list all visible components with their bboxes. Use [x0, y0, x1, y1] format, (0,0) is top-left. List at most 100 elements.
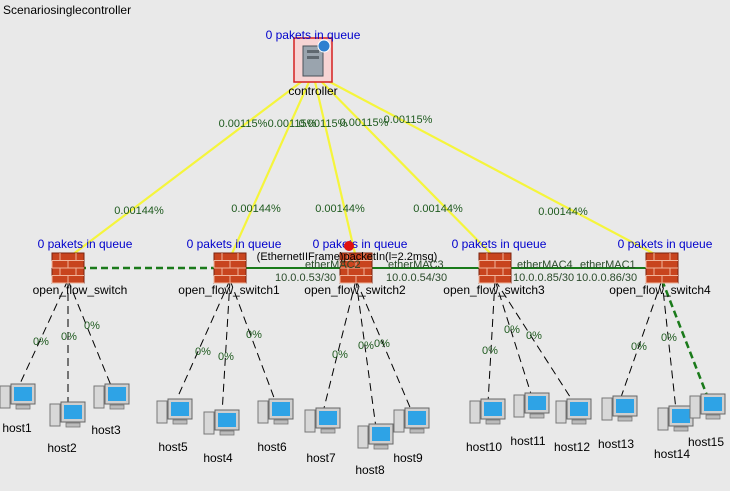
screen — [64, 405, 82, 419]
switch-node-2[interactable] — [339, 252, 373, 284]
interface-label: etherMAC2 — [305, 259, 361, 271]
screen — [319, 411, 337, 425]
host-node-11[interactable] — [555, 398, 592, 425]
host-node-12[interactable] — [601, 395, 638, 422]
host-label: host15 — [688, 435, 724, 449]
screen — [528, 396, 546, 410]
controller-link-util-near: 0.00115% — [219, 118, 268, 130]
host-node-3[interactable] — [156, 398, 193, 425]
host-node-1[interactable] — [49, 401, 86, 428]
ip-address-label: 10.0.0.86/30 — [576, 272, 637, 284]
keyboard-icon — [65, 422, 81, 428]
screen — [14, 387, 32, 401]
switch-label: open_flow_switch — [33, 283, 128, 297]
keyboard-icon — [273, 419, 289, 425]
host-link-util: 0% — [504, 324, 520, 336]
host-node-0[interactable] — [0, 383, 36, 410]
controller-link-util-near: 0.00115% — [268, 118, 317, 130]
host-link-14 — [660, 279, 710, 399]
controller-node[interactable] — [293, 37, 333, 83]
host-node-6[interactable] — [304, 407, 341, 434]
tower-icon — [657, 407, 669, 431]
host-link-10 — [494, 279, 533, 398]
ip-address-label: 10.0.0.54/30 — [386, 272, 447, 284]
host-link-util: 0% — [332, 349, 348, 361]
controller-link-util-near: 0.00115% — [384, 114, 433, 126]
switch-queue-label: 0 pakets in queue — [313, 237, 408, 251]
tower-icon — [601, 397, 613, 421]
keyboard-icon — [529, 413, 545, 419]
host-node-14[interactable] — [689, 393, 726, 420]
host-link-util: 0% — [526, 330, 542, 342]
controller-link-2 — [311, 72, 358, 259]
switch-label: open_flow_switch1 — [178, 283, 280, 297]
screen — [108, 387, 126, 401]
host-node-9[interactable] — [469, 398, 506, 425]
tower-icon — [357, 425, 369, 449]
switch-node-1[interactable] — [213, 252, 247, 284]
tower-icon — [689, 395, 701, 419]
controller-link-4 — [312, 72, 663, 259]
keyboard-icon — [409, 428, 425, 434]
ip-address-label: 10.0.0.85/30 — [513, 272, 574, 284]
interface-label: etherMAC3 — [388, 259, 444, 271]
controller-link-1 — [228, 72, 315, 259]
tower-icon — [156, 400, 168, 424]
host-node-7[interactable] — [357, 423, 394, 450]
host-link-util: 0% — [661, 332, 677, 344]
host-label: host12 — [554, 440, 590, 454]
host-link-7 — [355, 279, 377, 429]
host-label: host14 — [654, 447, 690, 461]
keyboard-icon — [705, 414, 721, 420]
tower-icon — [304, 409, 316, 433]
host-link-5 — [229, 279, 277, 404]
switch-queue-label: 0 pakets in queue — [187, 237, 282, 251]
keyboard-icon — [109, 404, 125, 410]
host-link-11 — [494, 279, 575, 404]
switch-node-3[interactable] — [478, 252, 512, 284]
scenario-title: Scenariosinglecontroller — [3, 3, 132, 17]
keyboard-icon — [673, 426, 689, 432]
switch-queue-label: 0 pakets in queue — [618, 237, 713, 251]
switch-queue-label: 0 pakets in queue — [38, 237, 133, 251]
host-link-util: 0% — [631, 341, 647, 353]
packet-message-label: (EthernetIIFrame)packetIn(l=2.2msg) — [257, 251, 438, 263]
interface-label: etherMAC1 — [580, 259, 636, 271]
host-link-util: 0% — [358, 340, 374, 352]
screen — [672, 409, 690, 423]
host-label: host1 — [2, 421, 32, 435]
controller-link-util-near: 0.00115% — [340, 117, 389, 129]
controller-link-util-far: 0.00144% — [413, 203, 463, 215]
host-link-12 — [619, 279, 663, 401]
host-node-13[interactable] — [657, 405, 694, 432]
keyboard-icon — [571, 419, 587, 425]
keyboard-icon — [485, 419, 501, 425]
switch-node-4[interactable] — [645, 252, 679, 284]
switch-node-0[interactable] — [51, 252, 85, 284]
host-label: host10 — [466, 440, 502, 454]
keyboard-icon — [219, 430, 235, 436]
controller-link-util-far: 0.00144% — [315, 203, 365, 215]
tower-icon — [513, 394, 525, 418]
host-link-4 — [221, 279, 231, 415]
tower-icon — [555, 400, 567, 424]
ip-address-label: 10.0.0.53/30 — [275, 272, 336, 284]
tower-icon — [0, 385, 11, 409]
host-node-8[interactable] — [393, 407, 430, 434]
keyboard-icon — [172, 419, 188, 425]
controller-link-util-far: 0.00144% — [114, 205, 164, 217]
screen — [704, 397, 722, 411]
screen — [272, 402, 290, 416]
screen — [570, 402, 588, 416]
host-link-0 — [17, 279, 69, 389]
host-node-5[interactable] — [257, 398, 294, 425]
screen — [484, 402, 502, 416]
controller-link-util-near: 0.00115% — [299, 118, 348, 130]
host-link-util: 0% — [246, 329, 262, 341]
host-node-4[interactable] — [203, 409, 240, 436]
packet-marker — [344, 241, 354, 251]
switch-label: open_flow_switch4 — [609, 283, 711, 297]
host-node-2[interactable] — [93, 383, 130, 410]
tower-icon — [393, 409, 405, 433]
host-node-10[interactable] — [513, 392, 550, 419]
